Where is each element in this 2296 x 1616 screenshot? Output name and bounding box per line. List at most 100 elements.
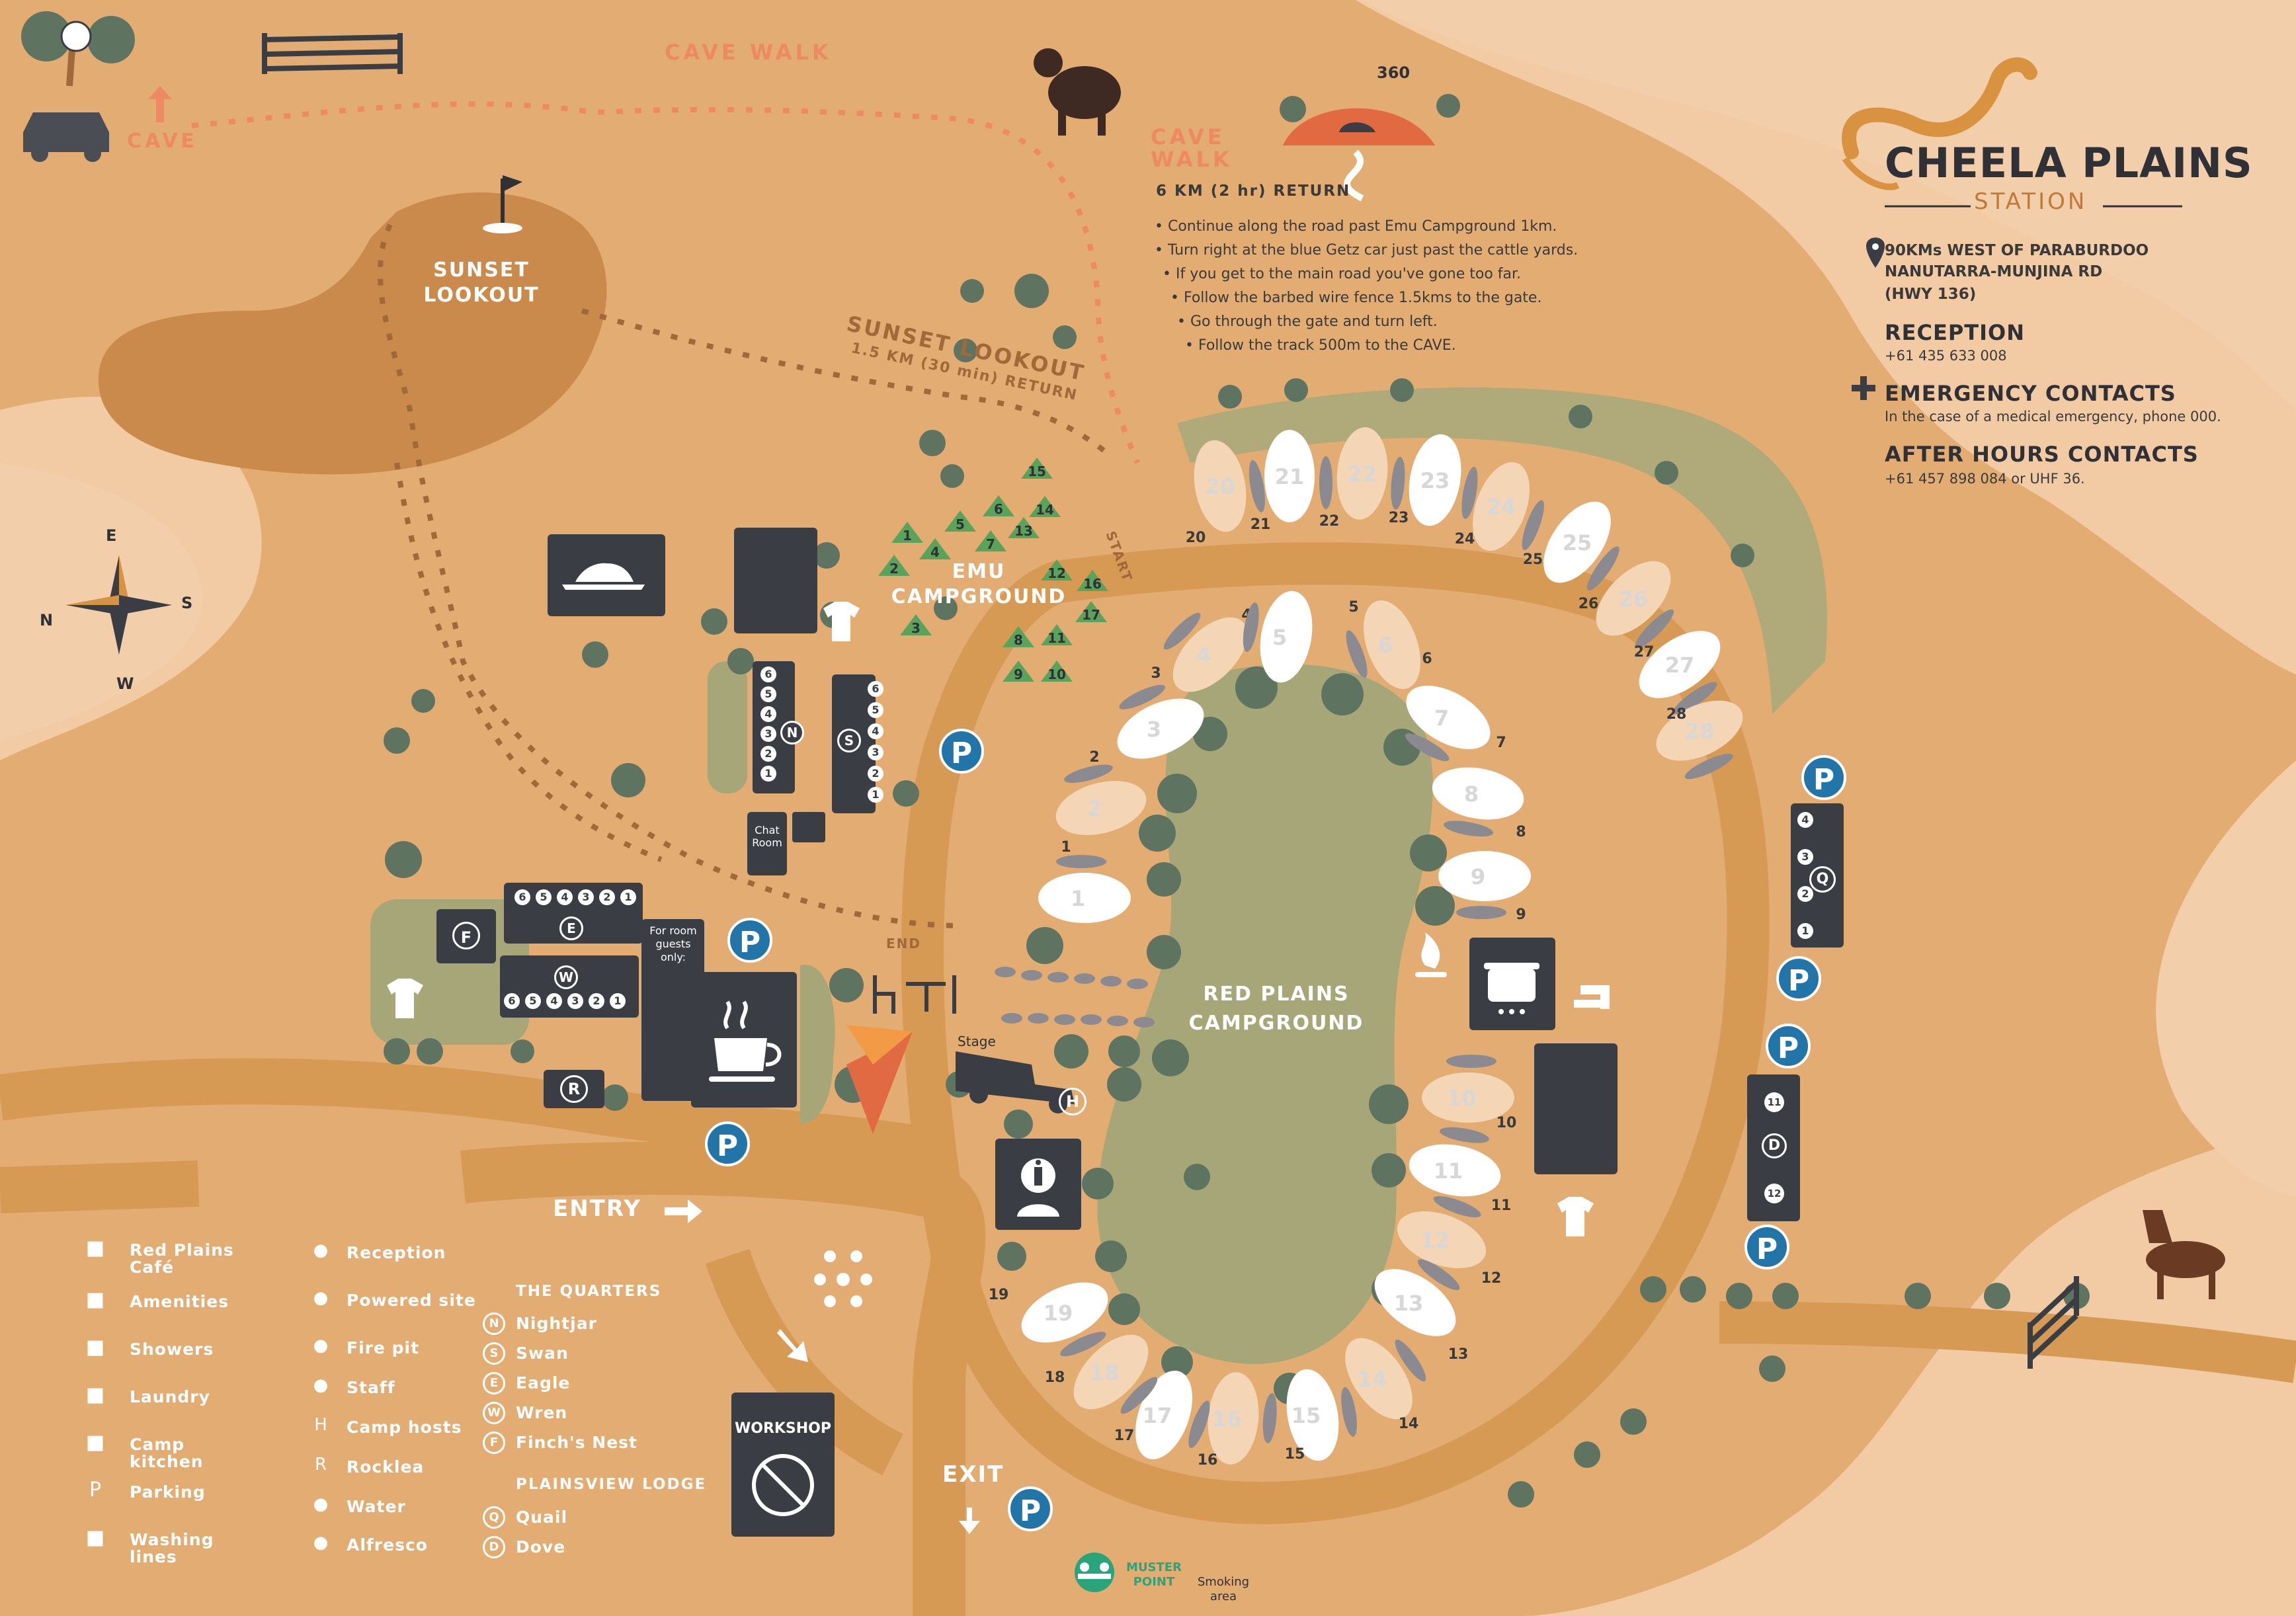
finch-marker[interactable]: F bbox=[452, 922, 480, 949]
room-number[interactable]: 5 bbox=[760, 686, 776, 702]
red-plains-site: 33 bbox=[1117, 665, 1204, 759]
emu-site: 2 bbox=[878, 555, 910, 577]
legend-label: Wren bbox=[516, 1403, 568, 1422]
site-number-label: 19 bbox=[989, 1287, 1009, 1303]
parking-badge[interactable]: P bbox=[1744, 1225, 1789, 1270]
parking-badge[interactable]: P bbox=[939, 729, 984, 774]
room-number[interactable]: 1 bbox=[868, 787, 883, 803]
room-number[interactable]: 2 bbox=[868, 766, 883, 782]
room-number[interactable]: 4 bbox=[1797, 812, 1813, 828]
room-number[interactable]: 4 bbox=[557, 889, 573, 905]
reception-phone[interactable]: +61 435 633 008 bbox=[1885, 348, 2007, 364]
site-number-label: 6 bbox=[1422, 651, 1432, 667]
emu-site-number: 7 bbox=[986, 536, 995, 552]
rp-amenities-building bbox=[1534, 1043, 1618, 1174]
site-number-inner: 5 bbox=[1272, 625, 1287, 650]
legend-label: Nightjar bbox=[516, 1314, 597, 1333]
emu-site-number: 6 bbox=[994, 501, 1003, 517]
red-plains-inner-sites: 1122334455667788991010111112121313141415… bbox=[989, 590, 1531, 1469]
emergency-heading: EMERGENCY CONTACTS bbox=[1885, 381, 2176, 406]
rocklea-icon: R bbox=[314, 1455, 327, 1475]
room-number[interactable]: 5 bbox=[525, 993, 541, 1009]
camp-hosts-marker[interactable]: H bbox=[1059, 1088, 1086, 1115]
brand-subtitle: STATION bbox=[1974, 188, 2088, 215]
emu-site-number: 5 bbox=[956, 516, 965, 532]
legend-label: Amenities bbox=[130, 1292, 229, 1311]
parking-badge[interactable]: P bbox=[1776, 956, 1821, 1001]
emu-site-number: 12 bbox=[1047, 565, 1066, 581]
cave-walk-step: • Continue along the road past Emu Campg… bbox=[1155, 218, 1557, 235]
room-number[interactable]: 12 bbox=[1764, 1184, 1784, 1203]
legend-label: Camp kitchen bbox=[130, 1435, 204, 1471]
room-number[interactable]: 4 bbox=[868, 723, 883, 739]
room-number[interactable]: 3 bbox=[578, 889, 594, 905]
room-number[interactable]: 3 bbox=[1797, 849, 1813, 865]
room-number[interactable]: 4 bbox=[760, 706, 776, 722]
emu-site: 9 bbox=[1003, 661, 1034, 682]
room-number[interactable]: 6 bbox=[504, 993, 520, 1009]
site-number-inner: 7 bbox=[1434, 706, 1449, 731]
eagle-marker[interactable]: E bbox=[559, 916, 583, 940]
legend-quarter-letter: F bbox=[483, 1432, 505, 1454]
room-number[interactable]: 1 bbox=[620, 889, 636, 905]
room-number[interactable]: 6 bbox=[868, 681, 883, 697]
camp-kitchen-icon: ■ bbox=[85, 1431, 105, 1454]
room-number[interactable]: 5 bbox=[536, 889, 552, 905]
after-hours-text: +61 457 898 084 or UHF 36. bbox=[1885, 471, 2085, 487]
camp-hosts-icon: H bbox=[314, 1415, 327, 1435]
emu-site: 4 bbox=[919, 538, 951, 560]
parking-badge[interactable]: P bbox=[1008, 1486, 1053, 1531]
room-number[interactable]: 3 bbox=[760, 726, 776, 742]
site-number-inner: 4 bbox=[1196, 643, 1211, 668]
parking-badge[interactable]: P bbox=[705, 1121, 750, 1166]
parking-badge[interactable]: P bbox=[727, 918, 772, 963]
room-number[interactable]: 2 bbox=[1797, 886, 1813, 902]
parking-badge[interactable]: P bbox=[1801, 755, 1846, 800]
fire-pit-icon: ● bbox=[313, 1336, 329, 1355]
room-number[interactable]: 5 bbox=[868, 702, 883, 718]
rocklea-marker[interactable]: R bbox=[560, 1075, 588, 1103]
room-number[interactable]: 1 bbox=[610, 993, 626, 1009]
legend-label: Parking bbox=[130, 1482, 206, 1502]
room-number[interactable]: 11 bbox=[1764, 1092, 1784, 1112]
room-number[interactable]: 3 bbox=[567, 993, 583, 1009]
room-number[interactable]: 4 bbox=[546, 993, 562, 1009]
emu-site: 17 bbox=[1075, 601, 1107, 623]
site-number-inner: 3 bbox=[1147, 717, 1161, 742]
room-number[interactable]: 1 bbox=[760, 766, 776, 782]
compass-north: N bbox=[40, 611, 54, 629]
brand-name: CHEELA PLAINS bbox=[1885, 139, 2253, 187]
emu-site-number: 14 bbox=[1036, 502, 1054, 518]
room-number[interactable]: 3 bbox=[868, 745, 883, 760]
room-number[interactable]: 2 bbox=[760, 746, 776, 762]
site-number-inner: 1 bbox=[1071, 886, 1085, 911]
dove-marker[interactable]: D bbox=[1762, 1133, 1787, 1158]
room-number[interactable]: 6 bbox=[514, 889, 530, 905]
cave-walk-step: • Follow the barbed wire fence 1.5kms to… bbox=[1170, 290, 1542, 306]
room-number[interactable]: 6 bbox=[760, 667, 776, 682]
site-number-label: 18 bbox=[1045, 1369, 1065, 1386]
emu-site-number: 1 bbox=[903, 528, 912, 544]
site-number-inner: 28 bbox=[1685, 719, 1715, 744]
room-number[interactable]: 1 bbox=[1797, 923, 1813, 939]
emu-site: 13 bbox=[1008, 517, 1040, 539]
cave-walk-step: • Go through the gate and turn left. bbox=[1177, 313, 1438, 330]
red-plains-site: 88 bbox=[1432, 767, 1526, 840]
parking-badge[interactable]: P bbox=[1766, 1024, 1811, 1069]
quail-marker[interactable]: Q bbox=[1809, 866, 1836, 893]
exit-label: EXIT bbox=[942, 1461, 1004, 1488]
room-number[interactable]: 2 bbox=[589, 993, 604, 1009]
swan-marker[interactable]: S bbox=[837, 729, 861, 752]
room-number[interactable]: 2 bbox=[599, 889, 615, 905]
wren-marker[interactable]: W bbox=[554, 965, 578, 989]
nightjar-marker[interactable]: N bbox=[780, 721, 804, 745]
site-number-label: 25 bbox=[1523, 551, 1543, 568]
emu-site: 1 bbox=[891, 522, 923, 544]
